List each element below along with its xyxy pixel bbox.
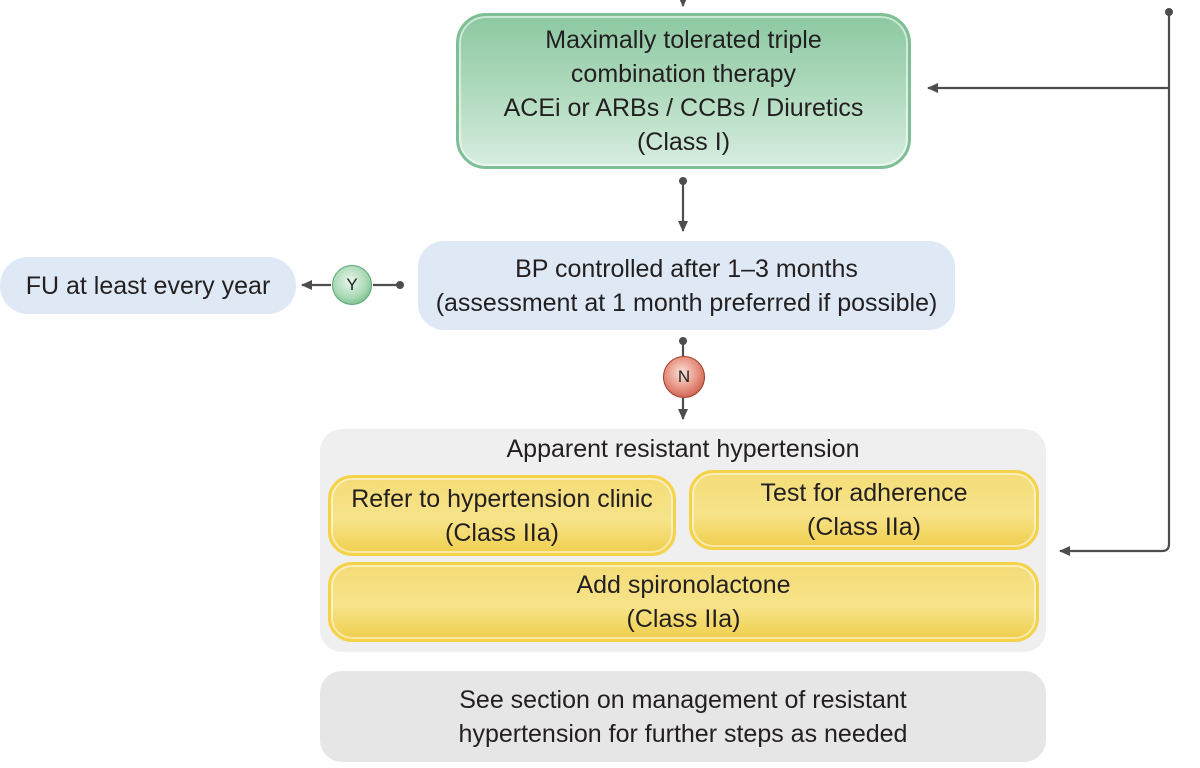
triple-therapy-box: Maximally tolerated triple combination t… [456, 13, 911, 169]
bp-controlled-line1: BP controlled after 1–3 months [515, 254, 858, 283]
follow-up-box: FU at least every year [0, 257, 296, 314]
feedback-loop-line [1059, 12, 1171, 556]
see-section-box: See section on management of resistant h… [320, 671, 1046, 762]
test-adherence-line1: Test for adherence [760, 479, 968, 507]
therapy-bottom-dot [679, 177, 687, 185]
triple-therapy-line4: (Class I) [636, 128, 731, 156]
refer-clinic-line2: (Class IIa) [445, 518, 559, 547]
see-section-line2: hypertension for further steps as needed [458, 719, 908, 748]
refer-clinic-line1: Refer to hypertension clinic [351, 484, 653, 513]
resistant-hypertension-title: Apparent resistant hypertension [506, 435, 860, 463]
test-adherence-box: Test for adherence (Class IIa) [689, 470, 1039, 550]
triple-therapy-line3: ACEi or ARBs / CCBs / Diuretics [503, 94, 864, 122]
triple-therapy-line1: Maximally tolerated triple [545, 26, 822, 54]
bp-controlled-box: BP controlled after 1–3 months (assessme… [418, 241, 955, 330]
add-spironolactone-line2: (Class IIa) [626, 605, 741, 633]
add-spironolactone-line1: Add spironolactone [576, 571, 791, 599]
yes-badge: Y [332, 265, 372, 305]
refer-clinic-box: Refer to hypertension clinic (Class IIa) [328, 475, 676, 556]
feedback-top-dot [1165, 8, 1173, 16]
test-adherence-line2: (Class IIa) [807, 513, 921, 541]
add-spironolactone-box: Add spironolactone (Class IIa) [328, 562, 1039, 642]
no-badge: N [663, 356, 705, 398]
bp-bottom-dot [679, 337, 687, 345]
see-section-line1: See section on management of resistant [459, 685, 907, 714]
triple-therapy-line2: combination therapy [570, 60, 797, 88]
follow-up-label: FU at least every year [25, 271, 271, 300]
bp-controlled-line2: (assessment at 1 month preferred if poss… [435, 288, 938, 317]
bp-right-dot [396, 281, 404, 289]
